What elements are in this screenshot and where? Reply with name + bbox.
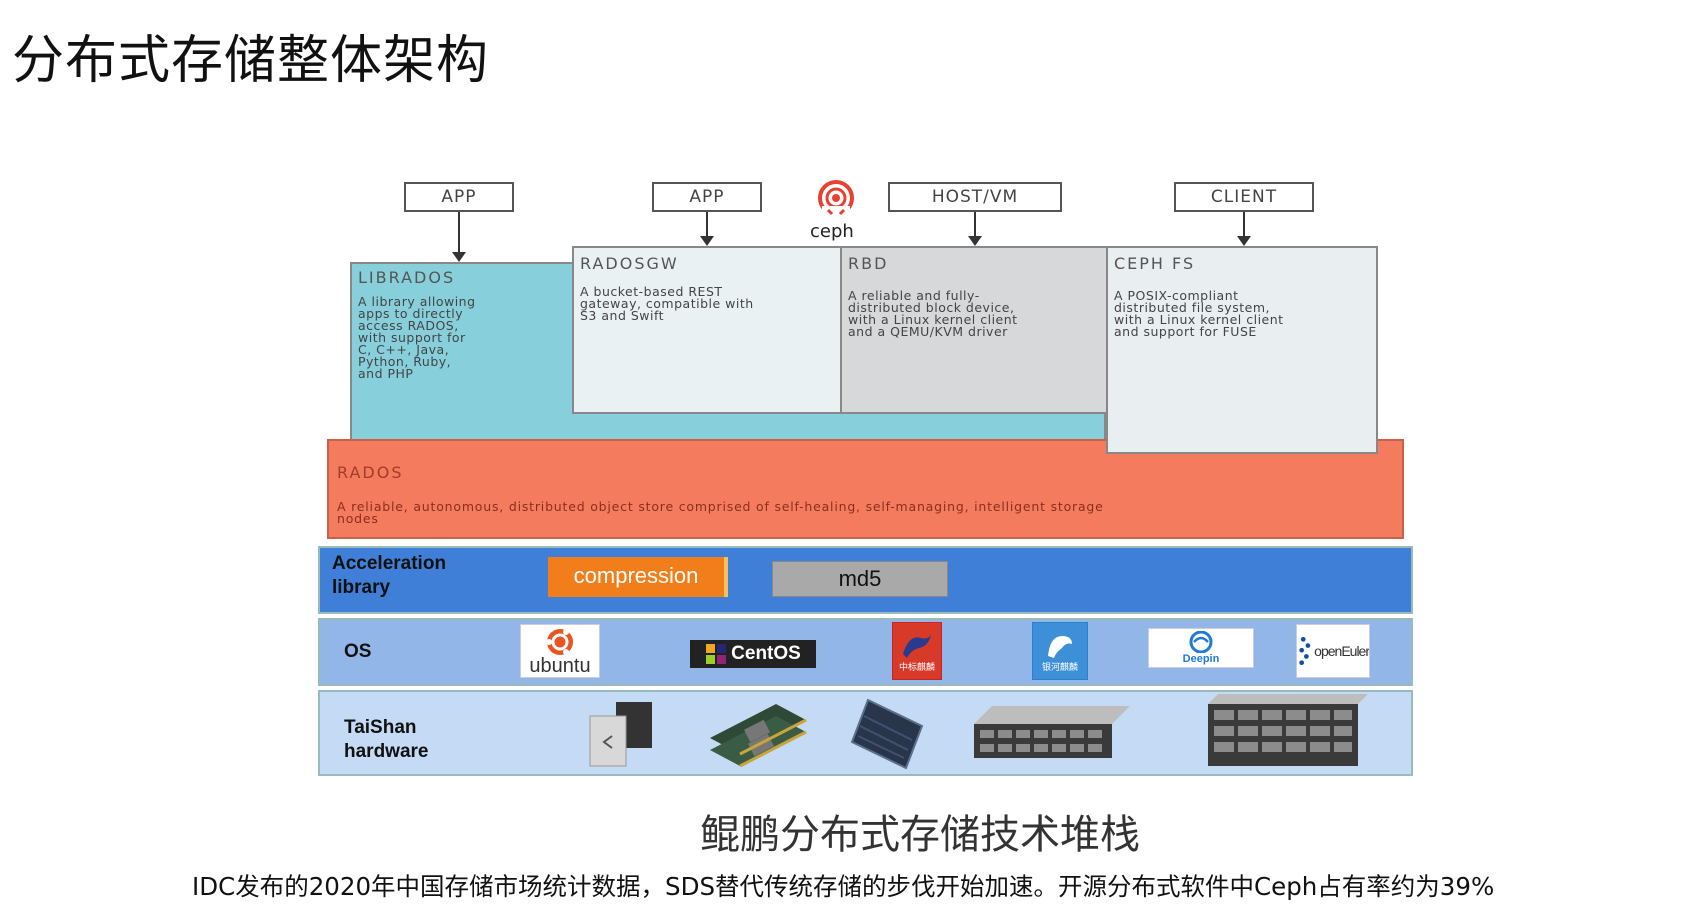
librados-title: LIBRADOS <box>358 268 456 287</box>
compression-block: compression <box>548 557 728 597</box>
nic-card-image <box>710 704 807 768</box>
cephfs-title: CEPH FS <box>1114 254 1196 273</box>
entry-host-vm: HOST/VM <box>888 182 1062 212</box>
radosgw-panel: RADOSGW A bucket-based REST gateway, com… <box>572 246 842 414</box>
arrow-host-vm <box>968 212 982 246</box>
entry-app-1: APP <box>404 182 514 212</box>
radosgw-title: RADOSGW <box>580 254 679 273</box>
cephfs-panel: CEPH FS A POSIX-compliant distributed fi… <box>1106 246 1378 454</box>
kylin-logo: 银河麒麟 <box>1032 622 1088 680</box>
raid-card-image <box>850 698 924 770</box>
rados-panel: RADOS A reliable, autonomous, distribute… <box>327 439 1404 539</box>
openeuler-icon <box>1299 636 1311 666</box>
entry-client: CLIENT <box>1174 182 1314 212</box>
rbd-title: RBD <box>848 254 889 273</box>
slide-title: 分布式存储整体架构 <box>12 31 490 91</box>
arrow-client <box>1237 212 1251 246</box>
rados-desc: A reliable, autonomous, distributed obje… <box>337 499 1104 526</box>
centos-logo: CentOS <box>690 640 816 668</box>
kunpeng-chip-image <box>589 702 652 767</box>
openeuler-logo: openEuler <box>1296 624 1370 678</box>
acceleration-library-label: Acceleration library <box>332 553 447 598</box>
entry-app-2: APP <box>652 182 762 212</box>
slide-caption: IDC发布的2020年中国存储市场统计数据，SDS替代传统存储的步伐开始加速。开… <box>192 872 1495 901</box>
arrow-app-2 <box>700 212 714 246</box>
kylin-icon <box>1048 635 1072 658</box>
centos-icon <box>706 644 727 664</box>
arrow-app-1 <box>452 212 466 262</box>
rados-title: RADOS <box>337 463 404 482</box>
ubuntu-icon <box>546 629 573 655</box>
ceph-logo-icon <box>818 180 854 218</box>
neokylin-logo: 中标麒麟 <box>892 622 942 680</box>
ubuntu-logo: ubuntu <box>520 624 600 678</box>
librados-desc: A library allowing apps to directly acce… <box>358 294 476 381</box>
deepin-logo: Deepin <box>1148 628 1254 668</box>
os-label: OS <box>344 641 372 662</box>
ceph-logo-text: ceph <box>810 221 854 242</box>
server-4u-image <box>1208 694 1368 766</box>
cephfs-desc: A POSIX-compliant distributed file syste… <box>1114 288 1284 339</box>
slide-subtitle: 鲲鹏分布式存储技术堆栈 <box>700 812 1140 858</box>
neokylin-icon <box>903 633 931 658</box>
rbd-desc: A reliable and fully- distributed block … <box>848 288 1018 339</box>
rbd-panel: RBD A reliable and fully- distributed bl… <box>840 246 1108 414</box>
md5-block: md5 <box>772 561 948 597</box>
taishan-hardware-label: TaiShan hardware <box>344 717 429 762</box>
deepin-icon <box>1189 631 1213 653</box>
radosgw-desc: A bucket-based REST gateway, compatible … <box>580 284 754 323</box>
server-2u-image <box>974 706 1130 758</box>
